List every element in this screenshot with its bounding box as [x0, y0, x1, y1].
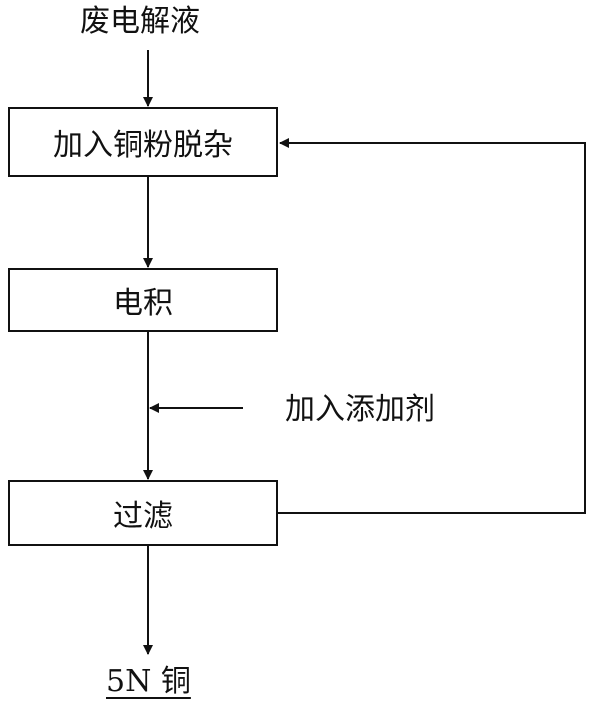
step-box-purification: 加入铜粉脱杂	[8, 107, 278, 177]
step-box-filtration: 过滤	[8, 480, 278, 546]
step-box-electrowinning: 电积	[8, 268, 278, 332]
additive-label: 加入添加剂	[285, 392, 435, 427]
arrow-recycle-loop	[278, 138, 586, 514]
output-label: 5N 铜	[106, 664, 191, 699]
step-label-filtration: 过滤	[113, 499, 173, 534]
step-label-electrowinning: 电积	[113, 286, 173, 321]
input-label: 废电解液	[80, 4, 200, 39]
step-label-purification: 加入铜粉脱杂	[53, 128, 233, 163]
